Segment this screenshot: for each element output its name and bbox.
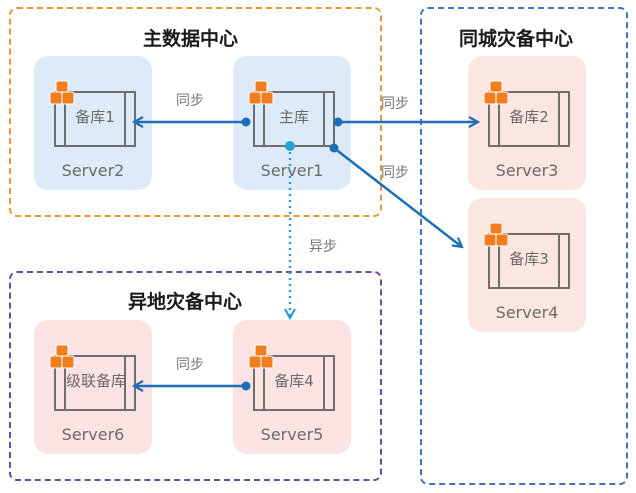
server-name: Server4	[495, 303, 559, 322]
database-cubes-icon	[248, 344, 274, 369]
server-node-server3[interactable]: 备库2 Server3	[468, 56, 586, 190]
edge-anchor-dot	[329, 143, 339, 153]
database-label: 备库4	[274, 372, 314, 390]
database-cubes-icon	[483, 222, 509, 247]
database-box: 备库2	[488, 91, 570, 147]
database-cubes-icon	[248, 80, 274, 105]
edge-label-server5-server6: 同步	[176, 357, 204, 373]
database-label: 备库1	[75, 108, 115, 126]
server-name: Server3	[495, 161, 559, 180]
edge-anchor-dot	[241, 381, 251, 391]
database-label: 级联备库	[66, 372, 127, 390]
edge-label-server1-server3: 同步	[381, 96, 409, 112]
zone-remote-dr	[9, 271, 382, 481]
zone-same-city-dr	[420, 7, 628, 485]
zone-primary-datacenter	[9, 7, 382, 217]
database-cubes-icon	[49, 344, 75, 369]
server-name: Server2	[61, 161, 125, 180]
server-name: Server6	[61, 425, 125, 444]
zone-same-city-title: 同城灾备中心	[459, 28, 574, 50]
edge-anchor-dot	[333, 117, 343, 127]
server-node-server5[interactable]: 备库4 Server5	[233, 320, 351, 454]
edge-label-server1-server2: 同步	[176, 93, 204, 109]
database-label: 备库2	[509, 108, 549, 126]
edge-label-server1-server5: 异步	[309, 239, 337, 255]
database-cubes-icon	[49, 80, 75, 105]
edge-label-server1-server4: 同步	[381, 165, 409, 181]
database-label: 主库	[278, 108, 309, 126]
database-box: 备库4	[253, 355, 335, 411]
server-name: Server1	[260, 161, 324, 180]
database-label: 备库3	[509, 250, 549, 268]
zone-remote-title: 异地灾备中心	[128, 291, 243, 313]
server-node-server4[interactable]: 备库3 Server4	[468, 198, 586, 332]
database-cubes-icon	[483, 80, 509, 105]
database-box: 备库3	[488, 233, 570, 289]
zone-primary-title: 主数据中心	[143, 28, 239, 50]
server-name: Server5	[260, 425, 324, 444]
edge-server1-server4	[333, 147, 462, 247]
edge-anchor-dot	[285, 141, 295, 151]
edge-anchor-dot	[241, 117, 251, 127]
